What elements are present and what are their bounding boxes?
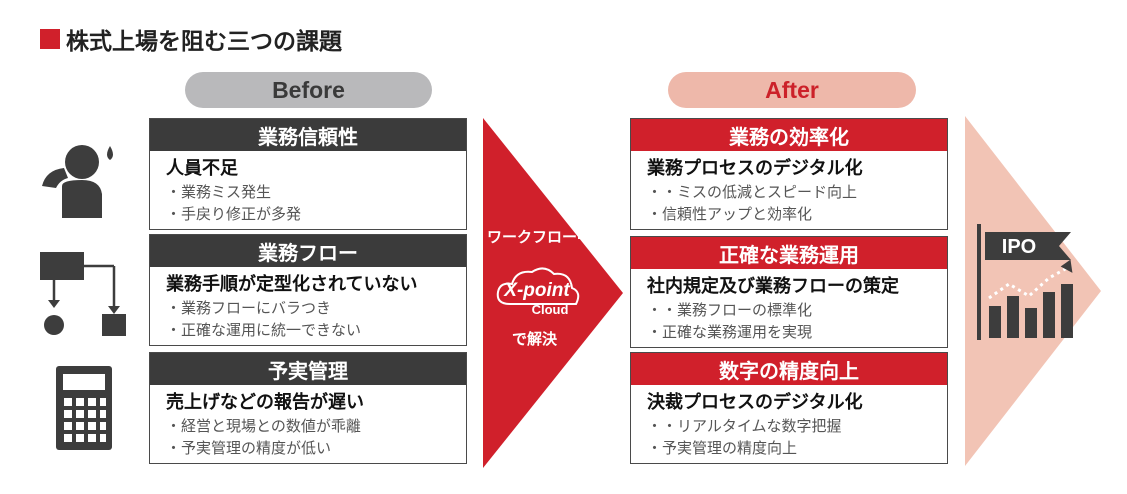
card-item: ・業務フローにバラつき: [166, 299, 332, 317]
after-card-accuracy: 数字の精度向上 決裁プロセスのデジタル化 ・・リアルタイムな数字把握 ・予実管理…: [630, 352, 948, 464]
ipo-flag-text: IPO: [1002, 236, 1036, 258]
card-item: ・正確な運用に統一できない: [166, 321, 362, 339]
before-card-reliability: 業務信頼性 人員不足 ・業務ミス発生 ・手戻り修正が多発: [149, 118, 467, 230]
before-label: Before: [185, 72, 432, 108]
card-title: 業務プロセスのデジタル化: [647, 158, 863, 179]
card-title: 社内規定及び業務フローの策定: [647, 276, 899, 297]
card-title: 決裁プロセスのデジタル化: [647, 392, 863, 413]
confused-person-icon: [42, 145, 113, 218]
x-point-cloud-logo: X-point Cloud: [496, 267, 580, 317]
card-item: ・業務ミス発生: [166, 183, 272, 201]
before-card-workflow: 業務フロー 業務手順が定型化されていない ・業務フローにバラつき ・正確な運用に…: [149, 234, 467, 346]
page-title-text: 株式上場を阻む三つの課題: [66, 29, 342, 55]
workflow-label: ワークフロー: [487, 228, 578, 246]
logo-subtext: Cloud: [532, 302, 569, 317]
card-header: 正確な業務運用: [631, 237, 947, 269]
card-title: 売上げなどの報告が遅い: [166, 392, 364, 413]
workflow-flag-shape: [578, 229, 596, 239]
card-header: 数字の精度向上: [631, 353, 947, 385]
card-header: 業務フロー: [150, 235, 466, 267]
card-item: ・信頼性アップと効率化: [647, 205, 813, 223]
card-item: ・正確な業務運用を実現: [647, 323, 813, 341]
card-item: ・予実管理の精度向上: [647, 439, 798, 457]
after-card-efficiency: 業務の効率化 業務プロセスのデジタル化 ・・ミスの低減とスピード向上 ・信頼性ア…: [630, 118, 948, 230]
card-header: 業務の効率化: [631, 119, 947, 151]
before-card-budget: 予実管理 売上げなどの報告が遅い ・経営と現場との数値が乖離 ・予実管理の精度が…: [149, 352, 467, 464]
card-item: ・・ミスの低減とスピード向上: [647, 183, 858, 201]
solution-arrow: [483, 118, 623, 468]
card-item: ・経営と現場との数値が乖離: [166, 417, 361, 435]
after-label: After: [668, 72, 916, 108]
ipo-arrow: [965, 116, 1101, 466]
workflow-chart-icon: [40, 252, 126, 336]
after-card-operation: 正確な業務運用 社内規定及び業務フローの策定 ・・業務フローの標準化 ・正確な業…: [630, 236, 948, 348]
card-title: 業務手順が定型化されていない: [166, 274, 418, 295]
card-header: 業務信頼性: [150, 119, 466, 151]
card-title: 人員不足: [166, 158, 238, 179]
calculator-icon: [56, 366, 112, 450]
card-item: ・・業務フローの標準化: [647, 301, 813, 319]
card-item: ・手戻り修正が多発: [166, 205, 302, 223]
card-item: ・・リアルタイムな数字把握: [647, 417, 842, 435]
solve-label: で解決: [512, 330, 558, 348]
ipo-growth-chart-icon: IPO: [977, 224, 1073, 340]
page-title: 株式上場を阻む三つの課題: [40, 22, 342, 56]
logo-text: X-point: [503, 280, 570, 301]
card-item: ・予実管理の精度が低い: [166, 439, 332, 457]
title-marker: [40, 29, 60, 49]
card-header: 予実管理: [150, 353, 466, 385]
